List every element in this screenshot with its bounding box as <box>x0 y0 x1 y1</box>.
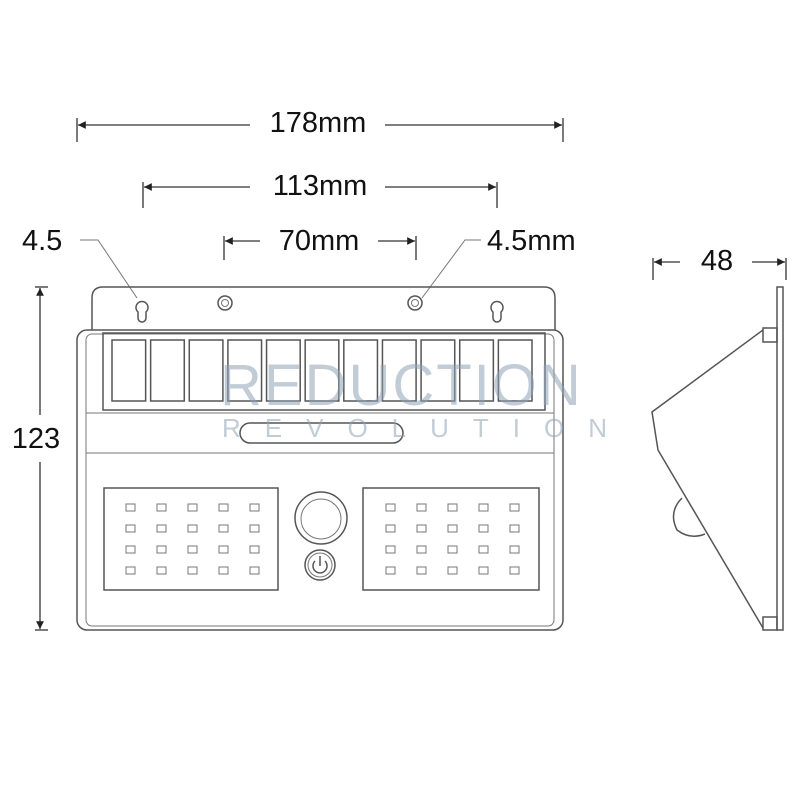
watermark: REDUCTION REVOLUTION <box>220 353 631 443</box>
led <box>125 524 136 533</box>
keyhole-left <box>135 300 149 323</box>
motion-sensor <box>294 491 348 545</box>
led <box>509 503 520 512</box>
led <box>385 545 396 554</box>
solar-cell <box>497 339 533 402</box>
dimension-height: 123 <box>12 286 60 631</box>
led <box>447 566 458 575</box>
power-button <box>304 549 336 581</box>
dimension-hole-right: 4.5mm <box>421 225 576 299</box>
dimension-label: 48 <box>701 245 733 277</box>
solar-cell <box>381 339 417 402</box>
dimension-label: 4.5 <box>22 225 62 257</box>
led <box>156 524 167 533</box>
solar-cell <box>420 339 456 402</box>
back-plate <box>776 286 784 631</box>
solar-cell <box>304 339 340 402</box>
led <box>187 545 198 554</box>
solar-panel <box>102 332 546 411</box>
solar-cell <box>111 339 147 402</box>
led <box>509 545 520 554</box>
screw-hole-left <box>217 295 233 311</box>
led <box>187 503 198 512</box>
solar-cell <box>265 339 301 402</box>
led <box>478 545 489 554</box>
led <box>156 566 167 575</box>
screw-hole-right <box>407 295 423 311</box>
light-strip <box>239 422 404 444</box>
led <box>125 503 136 512</box>
led-array <box>125 503 520 575</box>
led <box>478 524 489 533</box>
dimension-label: 123 <box>12 423 60 455</box>
led <box>447 503 458 512</box>
led <box>249 545 260 554</box>
dimension-label: 113mm <box>273 170 368 202</box>
led <box>385 524 396 533</box>
led-panel-right <box>362 487 540 591</box>
led <box>416 566 427 575</box>
svg-text:REVOLUTION: REVOLUTION <box>222 413 631 443</box>
led <box>478 503 489 512</box>
power-icon <box>312 556 328 574</box>
dimension-label: 4.5mm <box>487 225 576 257</box>
led <box>249 524 260 533</box>
solar-cell <box>149 339 186 402</box>
led <box>218 545 229 554</box>
led-panel-left <box>103 487 279 591</box>
led <box>125 566 136 575</box>
led <box>156 503 167 512</box>
led <box>249 566 260 575</box>
mounting-bracket <box>91 286 556 330</box>
keyhole-right <box>490 300 504 323</box>
housing <box>76 329 564 631</box>
led <box>385 503 396 512</box>
led <box>478 566 489 575</box>
dimension-inner-spacing: 70mm <box>223 225 417 260</box>
solar-cell <box>458 339 495 402</box>
dimension-label: 70mm <box>279 225 360 257</box>
led <box>509 566 520 575</box>
solar-cells <box>111 339 533 402</box>
led <box>218 524 229 533</box>
solar-cell <box>188 339 224 402</box>
dimension-mount-spacing: 113mm <box>142 170 498 208</box>
led <box>416 503 427 512</box>
led <box>447 524 458 533</box>
solar-cell <box>227 339 263 402</box>
led <box>416 524 427 533</box>
dimension-overall-width: 178mm <box>76 107 564 142</box>
led <box>385 566 396 575</box>
led <box>249 503 260 512</box>
solar-cell <box>343 339 379 402</box>
led <box>187 524 198 533</box>
led <box>218 566 229 575</box>
led <box>509 524 520 533</box>
led <box>447 545 458 554</box>
led <box>218 503 229 512</box>
led <box>416 545 427 554</box>
led <box>187 566 198 575</box>
front-view: REDUCTION REVOLUTION <box>76 286 631 631</box>
dimension-hole-left: 4.5 <box>22 225 138 299</box>
dimension-depth: 48 <box>652 245 787 280</box>
side-housing <box>651 329 764 629</box>
side-sensor <box>672 497 706 537</box>
dimension-label: 178mm <box>270 107 367 139</box>
side-view <box>651 286 784 631</box>
svg-text:REDUCTION: REDUCTION <box>220 353 583 418</box>
led <box>156 545 167 554</box>
led <box>125 545 136 554</box>
